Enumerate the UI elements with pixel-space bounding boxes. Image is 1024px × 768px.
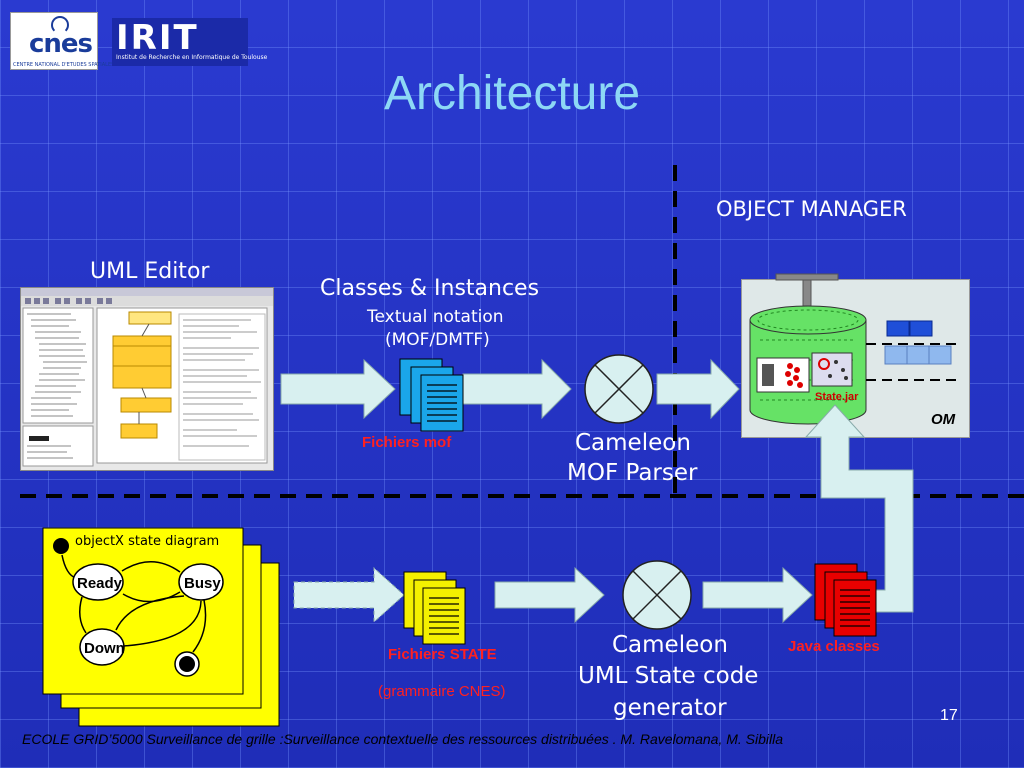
code-generator-icon (622, 560, 692, 630)
generator-cameleon-label: Cameleon (612, 632, 728, 658)
arrow-state-to-generator (494, 566, 605, 624)
arrow-editor-to-mof (280, 358, 396, 420)
java-classes-label: Java classes (788, 638, 880, 655)
slide-title: Architecture (383, 67, 641, 120)
generator-label: generator (613, 695, 727, 721)
irit-logo: IRIT Institut de Recherche en Informatiq… (112, 18, 267, 66)
fichiers-state-label: Fichiers STATE (388, 646, 497, 663)
uml-editor-screenshot (20, 287, 274, 471)
state-diagram-title: objectX state diagram (75, 534, 219, 549)
mof-files-icon (399, 358, 464, 432)
state-jar-label: State.jar (815, 391, 859, 403)
arrow-parser-to-om (656, 358, 740, 420)
arrow-diagram-to-state (293, 566, 405, 624)
state-busy: Busy (184, 575, 221, 592)
state-files-icon (403, 571, 466, 645)
state-diagram (53, 538, 224, 677)
textual-notation-label: Textual notation (367, 307, 504, 327)
classes-instances-title: Classes & Instances (320, 276, 540, 301)
footer-text: ECOLE GRID’5000 Surveillance de grille :… (22, 731, 784, 747)
uml-state-code-label: UML State code (578, 663, 759, 689)
repository-cylinder (749, 273, 867, 425)
java-files-icon (814, 563, 877, 637)
arrow-mof-to-parser (462, 358, 572, 420)
cnes-arc-icon (51, 16, 69, 34)
cnes-logo-subtitle: CENTRE NATIONAL D'ETUDES SPATIALES (13, 62, 115, 68)
cnes-logo-text: cnes (29, 29, 93, 59)
object-manager-label: OBJECT MANAGER (716, 197, 907, 221)
mof-parser-icon (584, 354, 654, 424)
arrow-java-to-om (804, 404, 914, 613)
irit-logo-text: IRIT (116, 18, 199, 58)
arrow-generator-to-java (702, 566, 813, 624)
irit-logo-subtitle: Institut de Recherche en Informatique de… (116, 54, 268, 61)
mof-dmtf-label: (MOF/DMTF) (385, 330, 490, 350)
om-label: OM (931, 411, 956, 428)
page-number: 17 (940, 707, 958, 724)
cnes-logo: cnes CENTRE NATIONAL D'ETUDES SPATIALES (10, 12, 114, 70)
fichiers-mof-label: Fichiers mof (362, 434, 452, 451)
state-ready: Ready (77, 575, 123, 592)
uml-editor-label: UML Editor (90, 259, 210, 284)
state-down: Down (84, 640, 125, 657)
object-blocks (866, 320, 958, 381)
grammaire-cnes-label: (grammaire CNES) (378, 683, 506, 700)
cameleon-label: Cameleon (575, 430, 691, 456)
state-diagram-pages (42, 527, 280, 727)
